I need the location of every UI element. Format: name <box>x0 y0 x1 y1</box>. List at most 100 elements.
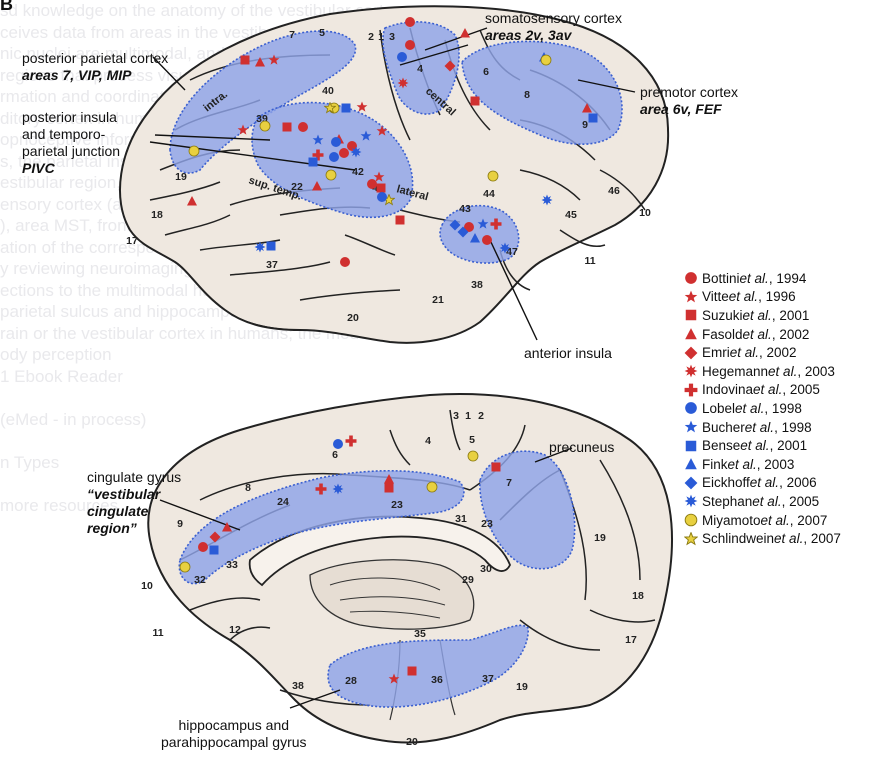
area-number: 18 <box>632 590 644 602</box>
study-marker-lobel <box>329 152 339 162</box>
study-marker-miyamoto <box>427 482 437 492</box>
area-number: 2 <box>368 31 374 43</box>
study-marker-miyamoto <box>468 451 478 461</box>
diamond-icon <box>684 476 698 490</box>
study-marker-bottini <box>339 148 349 158</box>
legend-year: , 2002 <box>772 327 810 342</box>
area-number: 31 <box>455 513 467 525</box>
label-pivc: posterior insula and temporo- parietal j… <box>22 109 120 177</box>
legend-item: Hegemann et al., 2003 <box>684 362 841 381</box>
legend-author: Vitte <box>702 289 729 304</box>
legend-author: Stephan <box>702 494 752 509</box>
study-marker-miyamoto <box>260 121 270 131</box>
star-icon <box>684 532 698 546</box>
legend-year: , 2005 <box>782 494 820 509</box>
area-number: 38 <box>471 279 483 291</box>
label-premotor: premotor cortex area 6v, FEF <box>640 84 738 118</box>
area-number: 7 <box>289 29 295 41</box>
legend-item: Bottini et al., 1994 <box>684 269 841 288</box>
label-cingulate: cingulate gyrus “vestibular cingulate re… <box>87 469 181 537</box>
area-number: 35 <box>414 628 426 640</box>
study-marker-bottini <box>405 40 415 50</box>
area-number: 17 <box>625 634 637 646</box>
area-number: 2 <box>478 410 484 422</box>
legend-year: , 2005 <box>782 382 820 397</box>
study-marker-bottini <box>367 179 377 189</box>
legend-item: Bucher et al., 1998 <box>684 418 841 437</box>
study-legend: Bottini et al., 1994Vitte et al., 1996Su… <box>684 269 841 548</box>
circle-icon <box>684 401 698 415</box>
square-icon <box>684 308 698 322</box>
area-number: 29 <box>462 574 474 586</box>
legend-et-al: et al. <box>761 513 790 528</box>
legend-item: Bense et al., 2001 <box>684 436 841 455</box>
legend-author: Lobel <box>702 401 735 416</box>
legend-item: Emri et al., 2002 <box>684 343 841 362</box>
legend-author: Bucher <box>702 420 745 435</box>
study-marker-stephan <box>333 484 344 495</box>
legend-author: Indovina <box>702 382 753 397</box>
legend-item: Fink et al., 2003 <box>684 455 841 474</box>
area-number: 45 <box>565 209 577 221</box>
legend-year: , 1996 <box>758 289 796 304</box>
legend-item: Lobel et al., 1998 <box>684 399 841 418</box>
legend-item: Schlindwein et al., 2007 <box>684 529 841 548</box>
label-hippocampus: hippocampus and parahippocampal gyrus <box>161 717 307 751</box>
area-number: 38 <box>292 680 304 692</box>
legend-year: , 2003 <box>797 364 835 379</box>
label-anterior-insula: anterior insula <box>524 345 612 362</box>
star-icon <box>684 290 698 304</box>
study-marker-suzuki <box>385 484 394 493</box>
legend-et-al: et al. <box>729 289 758 304</box>
triangle-icon <box>684 327 698 341</box>
study-marker-stephan <box>255 242 266 253</box>
area-number: 37 <box>266 259 278 271</box>
legend-et-al: et al. <box>750 475 779 490</box>
area-number: 20 <box>406 736 418 748</box>
study-marker-lobel <box>331 137 341 147</box>
square-icon <box>684 439 698 453</box>
study-marker-bottini <box>198 542 208 552</box>
area-number: 37 <box>482 673 494 685</box>
area-number: 23 <box>391 499 403 511</box>
area-number: 8 <box>245 482 251 494</box>
legend-author: Eickhoff <box>702 475 750 490</box>
area-number: 1 <box>378 31 384 43</box>
study-marker-miyamoto <box>326 170 336 180</box>
diamond-icon <box>684 346 698 360</box>
legend-et-al: et al. <box>752 494 781 509</box>
area-number: 20 <box>347 312 359 324</box>
legend-item: Stephan et al., 2005 <box>684 492 841 511</box>
legend-item: Fasold et al., 2002 <box>684 325 841 344</box>
study-marker-suzuki <box>283 123 292 132</box>
area-number: 9 <box>582 119 588 131</box>
legend-year: , 2002 <box>759 345 797 360</box>
legend-item: Vitte et al., 1996 <box>684 288 841 307</box>
area-number: 4 <box>417 63 423 75</box>
area-number: 3 <box>389 31 395 43</box>
legend-author: Miyamoto <box>702 513 761 528</box>
study-marker-hegemann <box>398 78 409 89</box>
study-marker-bense <box>342 104 351 113</box>
legend-year: , 1994 <box>769 271 807 286</box>
area-number: 5 <box>469 434 475 446</box>
study-marker-miyamoto <box>541 55 551 65</box>
study-marker-bense <box>309 158 318 167</box>
area-number: 12 <box>229 624 241 636</box>
study-marker-lobel <box>377 192 387 202</box>
legend-et-al: et al. <box>728 457 757 472</box>
study-marker-suzuki <box>396 216 405 225</box>
area-number: 30 <box>480 563 492 575</box>
study-marker-stephan <box>351 147 362 158</box>
study-marker-suzuki <box>492 463 501 472</box>
area-number: 6 <box>332 449 338 461</box>
study-marker-bense <box>589 114 598 123</box>
legend-year: , 2001 <box>770 438 808 453</box>
legend-year: , 2001 <box>772 308 810 323</box>
legend-author: Fink <box>702 457 728 472</box>
study-marker-bottini <box>482 235 492 245</box>
area-number: 11 <box>152 627 163 639</box>
area-number: 10 <box>639 207 651 219</box>
area-number: 10 <box>141 580 153 592</box>
legend-year: , 2007 <box>790 513 828 528</box>
